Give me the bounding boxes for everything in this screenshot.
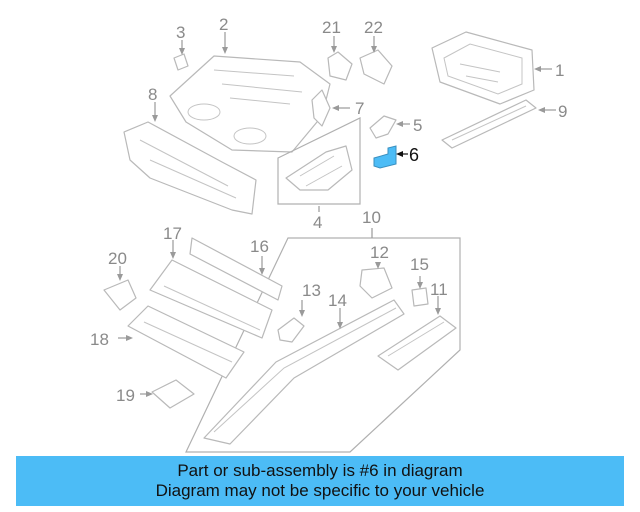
part-7-bracket <box>311 89 331 127</box>
callout-13: 13 <box>302 281 321 300</box>
callout-7: 7 <box>355 99 364 118</box>
callout-17: 17 <box>163 224 182 243</box>
part-3-small-bracket <box>173 53 189 71</box>
part-20-bracket <box>103 279 137 311</box>
callout-3: 3 <box>176 23 185 42</box>
part-2-rear-floor-pan <box>169 55 331 153</box>
part-8-rear-crossmember <box>123 121 257 215</box>
banner-line-1: Part or sub-assembly is #6 in diagram <box>177 461 463 480</box>
part-9-sill-reinforcement <box>441 99 537 149</box>
part-11-rail <box>377 315 457 371</box>
part-18-crossmember <box>127 305 245 379</box>
callout-15: 15 <box>410 255 429 274</box>
callout-8: 8 <box>148 85 157 104</box>
callout-10: 10 <box>362 208 381 227</box>
part-16-rail <box>189 237 283 301</box>
callout-20: 20 <box>108 249 127 268</box>
callout-22: 22 <box>364 18 383 37</box>
part-5-bracket <box>369 115 397 139</box>
callout-4: 4 <box>313 213 322 232</box>
callout-1: 1 <box>555 61 564 80</box>
part-22-bracket <box>359 49 393 85</box>
part-17-floor-panel <box>149 259 273 339</box>
callout-11: 11 <box>430 280 448 299</box>
callout-16: 16 <box>250 237 269 256</box>
group-box-4 <box>277 117 361 205</box>
info-banner: Part or sub-assembly is #6 in diagram Di… <box>16 456 624 506</box>
callout-18: 18 <box>90 330 109 349</box>
callout-6: 6 <box>409 145 419 165</box>
part-15-bracket <box>411 287 429 307</box>
part-21-bracket <box>327 51 353 81</box>
callout-21: 21 <box>322 18 341 37</box>
callout-9: 9 <box>558 102 567 121</box>
callout-19: 19 <box>116 386 135 405</box>
part-1-spare-tire-pan <box>431 31 535 105</box>
parts-diagram: 1 2 3 8 21 22 7 9 <box>90 15 567 453</box>
banner-line-2: Diagram may not be specific to your vehi… <box>155 481 485 500</box>
part-12-bracket <box>359 267 393 299</box>
callout-14: 14 <box>328 291 347 310</box>
group-box-10 <box>185 237 461 453</box>
part-14-side-member <box>203 299 405 445</box>
part-4-panel <box>285 145 353 191</box>
callout-5: 5 <box>413 116 422 135</box>
callout-2: 2 <box>219 15 228 34</box>
part-19-bracket <box>151 379 195 409</box>
part-6-highlighted-bracket <box>373 145 397 169</box>
part-13-bracket <box>277 317 305 343</box>
callout-12: 12 <box>370 243 389 262</box>
